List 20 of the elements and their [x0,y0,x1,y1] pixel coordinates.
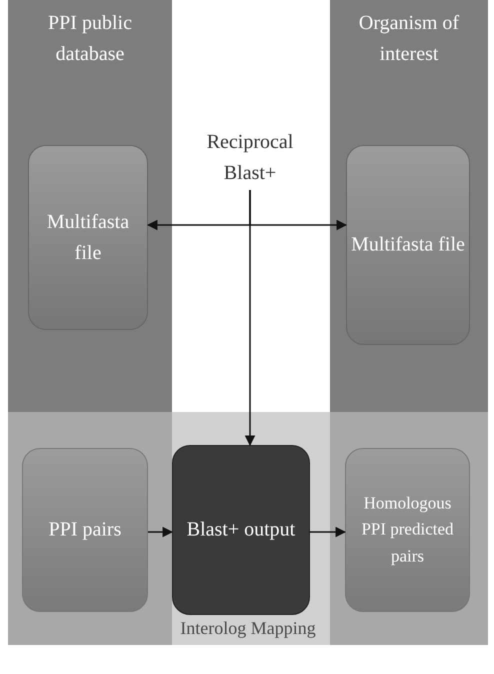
process-box [345,448,470,612]
arrow [148,526,174,538]
node-label: Multifasta file [46,210,130,266]
process-box [172,445,310,615]
arrow [244,190,256,446]
node-label: Blast+ output [186,518,296,542]
column-title: PPI public database [47,11,133,67]
arrow [310,526,346,538]
process-box [22,448,148,612]
column-band [330,0,488,412]
process-box [346,145,470,345]
column-title: Organism of interest [358,11,460,67]
process-box [28,145,148,330]
process-label: Reciprocal Blast+ [206,130,294,186]
node-label: Homologous PPI predicted pairs [360,492,455,568]
band-title: Interolog Mapping [179,617,317,640]
node-label: PPI pairs [48,518,122,542]
mapping-band [8,412,488,645]
column-band [8,0,172,412]
node-label: Multifasta file [351,232,465,258]
